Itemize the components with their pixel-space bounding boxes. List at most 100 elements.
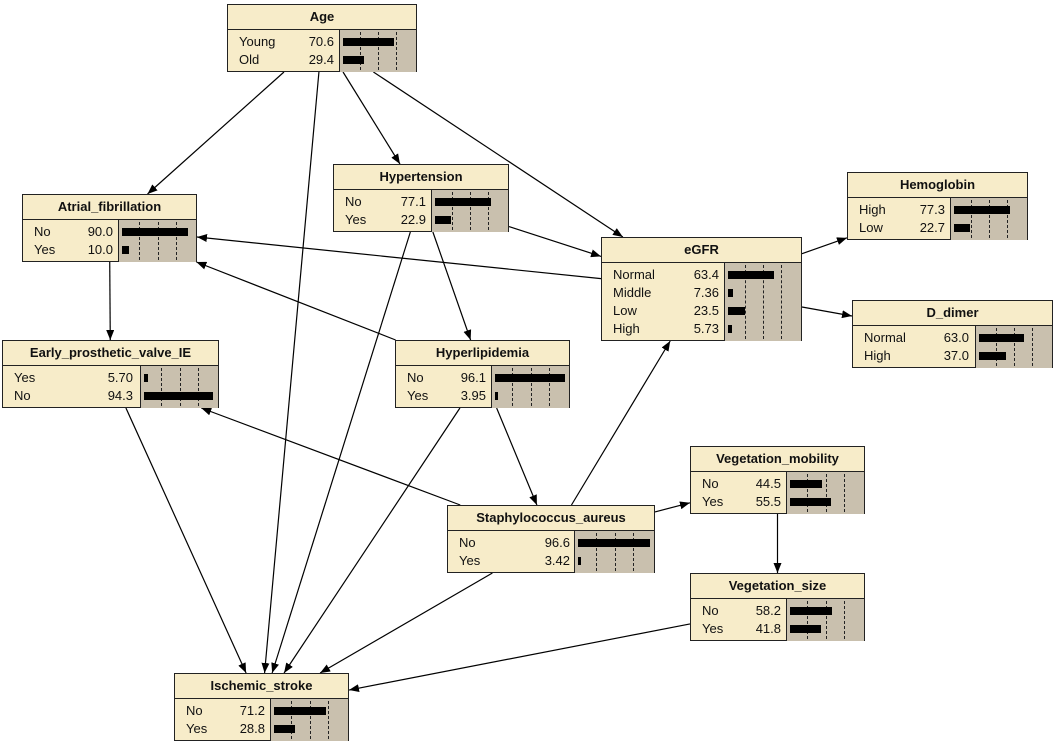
probability-bar <box>435 198 491 206</box>
state-label: Yes <box>34 242 56 257</box>
state-label: High <box>613 321 640 336</box>
state-probability: 37.0 <box>943 348 969 363</box>
gridline <box>745 265 746 339</box>
state-probability: 58.2 <box>755 603 781 618</box>
probability-bar <box>954 224 970 232</box>
edge-hyperlipidemia-to-atrial-fibrillation <box>196 261 396 341</box>
gridline <box>328 701 329 739</box>
gridline <box>763 265 764 339</box>
state-label: Yes <box>459 553 481 568</box>
probability-bar <box>954 206 1010 214</box>
state-label: Yes <box>14 370 36 385</box>
state-probability: 22.7 <box>919 220 945 235</box>
node-title: D_dimer <box>853 301 1052 326</box>
probability-bar <box>122 246 129 254</box>
state-probability: 63.4 <box>693 267 719 282</box>
gridline <box>989 200 990 238</box>
state-probability: 29.4 <box>308 52 334 67</box>
state-probability: 44.5 <box>755 476 781 491</box>
gridline <box>158 222 159 260</box>
probability-bar <box>790 625 821 633</box>
state-label: High <box>864 348 891 363</box>
gridline <box>512 368 513 406</box>
gridline <box>396 32 397 70</box>
probability-bar <box>343 56 364 64</box>
state-probability: 77.3 <box>919 202 945 217</box>
state-label: Yes <box>702 621 724 636</box>
state-probability: 22.9 <box>400 212 426 227</box>
gridline <box>996 328 997 366</box>
state-row: High 5.73 <box>602 320 801 338</box>
state-row: Old 29.4 <box>228 51 416 69</box>
probability-bar <box>122 228 188 236</box>
probability-bar <box>274 707 326 715</box>
state-probability: 5.73 <box>693 321 719 336</box>
probability-bar <box>979 352 1006 360</box>
state-label: No <box>34 224 51 239</box>
gridline <box>452 192 453 230</box>
state-probability: 5.70 <box>107 370 133 385</box>
belief-bar-panel <box>574 531 654 573</box>
state-probability: 70.6 <box>308 34 334 49</box>
probability-bar <box>435 216 451 224</box>
edge-hypertension-to-ischemic-stroke <box>271 231 411 674</box>
edge-early-pve-to-ischemic-stroke <box>125 407 247 674</box>
probability-bar <box>578 539 650 547</box>
belief-bar-panel <box>786 472 864 514</box>
state-label: Normal <box>864 330 906 345</box>
node-title: Hypertension <box>334 165 508 190</box>
state-label: No <box>186 703 203 718</box>
probability-bar <box>578 557 581 565</box>
state-label: Old <box>239 52 260 67</box>
edge-hypertension-to-egfr <box>508 225 602 258</box>
edge-egfr-to-hemoglobin <box>801 237 848 255</box>
edge-age-to-atrial-fibrillation <box>147 71 285 195</box>
gridline <box>161 368 162 406</box>
node-title: eGFR <box>602 238 801 263</box>
gridline <box>549 368 550 406</box>
gridline <box>360 32 361 70</box>
belief-bar-panel <box>950 198 1027 240</box>
gridline <box>781 265 782 339</box>
node-title: Atrial_fibrillation <box>23 195 196 220</box>
state-probability: 3.95 <box>460 388 486 403</box>
gridline <box>1032 328 1033 366</box>
probability-bar <box>790 480 822 488</box>
node-title: Vegetation_size <box>691 574 864 599</box>
node-title: Hemoglobin <box>848 173 1027 198</box>
state-label: No <box>459 535 476 550</box>
edge-age-to-egfr <box>373 71 624 238</box>
gridline <box>531 368 532 406</box>
gridline <box>291 701 292 739</box>
state-row: High 37.0 <box>853 347 1052 365</box>
